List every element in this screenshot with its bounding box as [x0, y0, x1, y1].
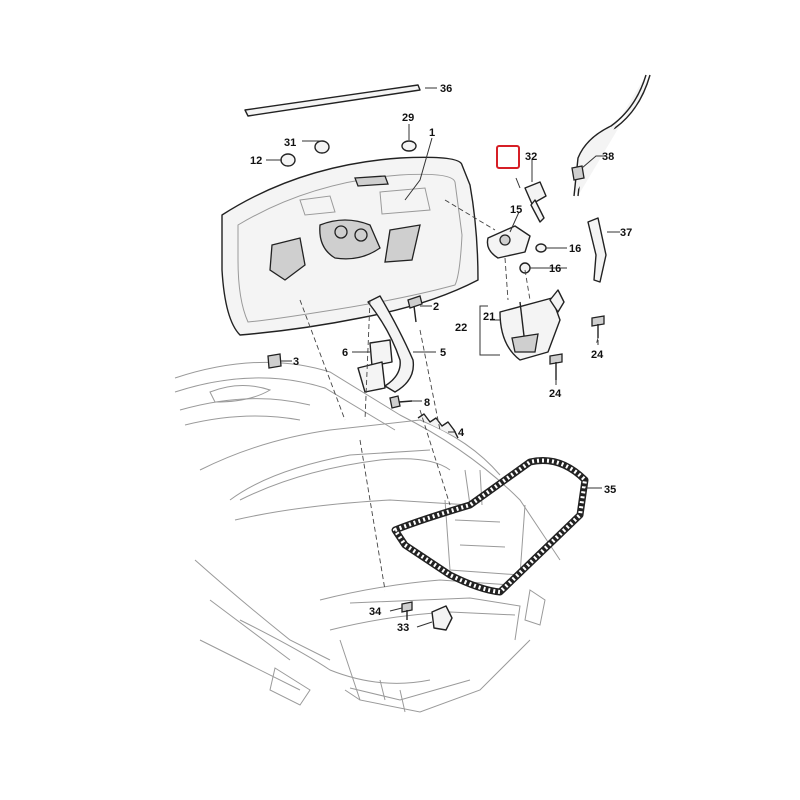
callout-34[interactable]: 34	[369, 606, 382, 618]
spring-4[interactable]	[417, 413, 459, 439]
callout-24b[interactable]: 24	[549, 388, 562, 400]
callout-35[interactable]: 35	[604, 484, 616, 496]
callout-37[interactable]: 37	[620, 227, 632, 239]
callout-16b[interactable]: 16	[549, 263, 561, 275]
plug-31[interactable]	[314, 140, 330, 154]
callout-3[interactable]: 3	[293, 356, 299, 368]
bolt-8[interactable]	[389, 395, 413, 409]
callout-4[interactable]: 4	[458, 427, 465, 439]
callout-36[interactable]: 36	[440, 83, 452, 95]
callout-16a[interactable]: 16	[569, 243, 581, 255]
callout-2[interactable]: 2	[433, 301, 439, 313]
striker-33[interactable]	[431, 605, 453, 631]
bolt-34[interactable]	[401, 601, 413, 620]
callout-5[interactable]: 5	[440, 347, 446, 359]
highlight-box	[496, 145, 520, 169]
hinge-bracket-6[interactable]	[357, 339, 393, 393]
bolt-24a[interactable]	[591, 315, 605, 338]
plug-29[interactable]	[401, 140, 417, 152]
lock-cylinder-32[interactable]	[524, 181, 547, 223]
leader-lines	[266, 87, 620, 628]
callout-38[interactable]: 38	[602, 151, 614, 163]
trunk-seal-35[interactable]	[391, 457, 589, 596]
buffer-3[interactable]	[267, 353, 282, 369]
clip-16a[interactable]	[535, 243, 547, 253]
release-handle-37[interactable]	[587, 217, 607, 283]
callout-8[interactable]: 8	[424, 397, 430, 409]
callout-24a[interactable]: 24	[591, 349, 604, 361]
callout-12[interactable]: 12	[250, 155, 262, 167]
bolt-24b[interactable]	[549, 353, 563, 380]
callout-6[interactable]: 6	[342, 347, 348, 359]
hinge-arm-5[interactable]	[367, 295, 415, 393]
callout-1[interactable]: 1	[429, 127, 435, 139]
bolt-2[interactable]	[407, 295, 423, 323]
release-cable-38[interactable]	[571, 74, 651, 197]
plug-12[interactable]	[280, 153, 296, 167]
lock-actuator-15[interactable]	[486, 225, 531, 259]
trim-strip-36[interactable]	[244, 84, 421, 117]
callout-31[interactable]: 31	[284, 137, 296, 149]
assembly-lines	[299, 199, 599, 591]
callout-22[interactable]: 22	[455, 322, 467, 334]
latch-assembly-21[interactable]	[499, 289, 565, 361]
callout-15[interactable]: 15	[510, 204, 522, 216]
callout-33[interactable]: 33	[397, 622, 409, 634]
callout-32[interactable]: 32	[525, 151, 537, 163]
callout-21[interactable]: 21	[483, 311, 495, 323]
callout-29[interactable]: 29	[402, 112, 414, 124]
trunk-lid-panel[interactable]	[221, 156, 479, 336]
car-rear-body	[174, 361, 561, 713]
callout-labels: 36 29 31 12 1 32 15 16 16 38 37 21 22 24…	[250, 83, 632, 634]
